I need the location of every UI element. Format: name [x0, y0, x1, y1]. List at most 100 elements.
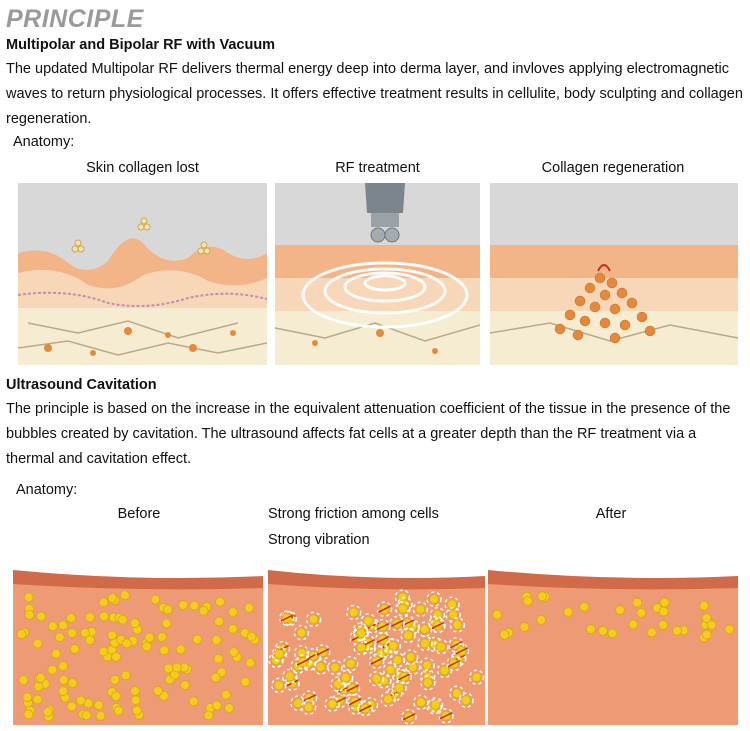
fat-cell	[420, 638, 430, 649]
fat-cell	[388, 640, 399, 651]
fat-cell	[397, 603, 408, 614]
fat-cell	[150, 594, 161, 605]
fat-cell	[415, 604, 426, 615]
fat-cell	[23, 709, 34, 720]
vibration-halo	[394, 589, 411, 605]
vibration-halo	[295, 654, 311, 670]
fat-cell	[117, 614, 128, 625]
fat-cell	[99, 611, 109, 622]
fat-cell	[430, 699, 441, 710]
fat-cell	[636, 608, 647, 618]
fat-cell	[67, 678, 78, 689]
vibration-halo	[427, 697, 444, 713]
vibration-halo	[417, 635, 433, 652]
friction-arrow	[376, 636, 389, 644]
vibration-halo	[468, 669, 485, 685]
us-friction-illustration	[268, 570, 485, 725]
fat-cell	[333, 679, 343, 689]
vibration-halo	[332, 692, 348, 709]
fat-cell	[58, 661, 68, 671]
fat-cell	[293, 698, 303, 709]
page-title: PRINCIPLE	[6, 5, 144, 33]
fat-cell	[452, 619, 463, 630]
fat-cell	[296, 647, 307, 658]
fat-cell	[211, 700, 222, 711]
fat-cell	[598, 625, 608, 636]
fat-cell	[198, 605, 209, 616]
fat-cell	[51, 648, 62, 659]
fat-cell	[113, 705, 124, 716]
fat-cell	[144, 632, 155, 643]
friction-arrow	[439, 712, 453, 720]
fat-cell	[585, 624, 596, 635]
fat-cell	[274, 680, 284, 691]
friction-arrow	[431, 621, 445, 630]
vibration-halo	[419, 669, 436, 685]
fat-cell	[422, 677, 433, 688]
fat-cell	[159, 645, 170, 656]
fat-cell	[36, 611, 47, 622]
vibration-halo	[357, 700, 373, 717]
fat-cell	[75, 695, 86, 706]
fat-cell	[35, 672, 46, 683]
vibration-halo	[401, 709, 417, 725]
fat-cell	[84, 635, 95, 646]
fat-cell	[519, 622, 530, 632]
fat-cell	[348, 607, 359, 618]
vibration-halo	[368, 653, 385, 670]
fat-cell	[419, 624, 430, 635]
vibration-halo	[290, 695, 306, 711]
vibration-halo	[433, 638, 449, 655]
fat-cell	[724, 624, 735, 635]
fat-cell	[130, 695, 141, 706]
fat-cell	[141, 641, 152, 652]
fat-cell	[67, 628, 77, 638]
friction-arrow	[447, 659, 461, 668]
vibration-halo	[389, 615, 405, 632]
fat-cell	[22, 692, 33, 703]
vibration-halo	[368, 671, 385, 687]
us-description: The principle is based on the increase i…	[6, 401, 731, 467]
vibration-halo	[293, 624, 310, 641]
rf-anatomy-label: Anatomy:	[13, 134, 75, 150]
fat-cell	[429, 594, 439, 605]
fat-cell	[180, 680, 190, 690]
vibration-halo	[305, 611, 322, 628]
fat-cell	[161, 618, 172, 629]
vibration-halo	[301, 690, 318, 706]
fat-cell	[330, 662, 340, 673]
friction-arrow	[402, 713, 416, 721]
vibration-halo	[446, 655, 462, 672]
friction-arrow	[358, 704, 372, 713]
vibration-halo	[444, 596, 460, 613]
fat-cell	[315, 662, 326, 672]
fat-cell	[340, 672, 351, 683]
fat-cell	[371, 673, 382, 684]
vibration-halo	[337, 669, 354, 686]
fat-cell	[563, 607, 574, 617]
fat-cell	[80, 627, 90, 638]
fat-cell	[66, 613, 76, 623]
fat-cell	[162, 604, 173, 615]
fat-cell	[24, 609, 35, 620]
fat-cell	[213, 653, 224, 664]
fat-cell	[407, 662, 418, 673]
fat-cell	[66, 701, 77, 712]
fat-cell	[672, 625, 682, 636]
vibration-halo	[429, 606, 446, 623]
friction-arrow	[316, 648, 330, 656]
fat-cell	[98, 646, 109, 657]
fat-cell	[451, 688, 462, 699]
vibration-halo	[391, 680, 407, 696]
fat-cell	[706, 620, 717, 630]
us-heading: Ultrasound Cavitation	[6, 377, 157, 393]
friction-arrow	[376, 623, 390, 631]
fat-cell	[16, 629, 27, 640]
fat-cell	[85, 612, 95, 623]
rf-heading: Multipolar and Bipolar RF with Vacuum	[6, 37, 276, 53]
fat-cell	[244, 602, 254, 613]
us-before-illustration	[13, 570, 263, 725]
fat-cell	[628, 619, 639, 630]
fat-cell	[58, 686, 68, 696]
fat-cell	[461, 695, 471, 706]
